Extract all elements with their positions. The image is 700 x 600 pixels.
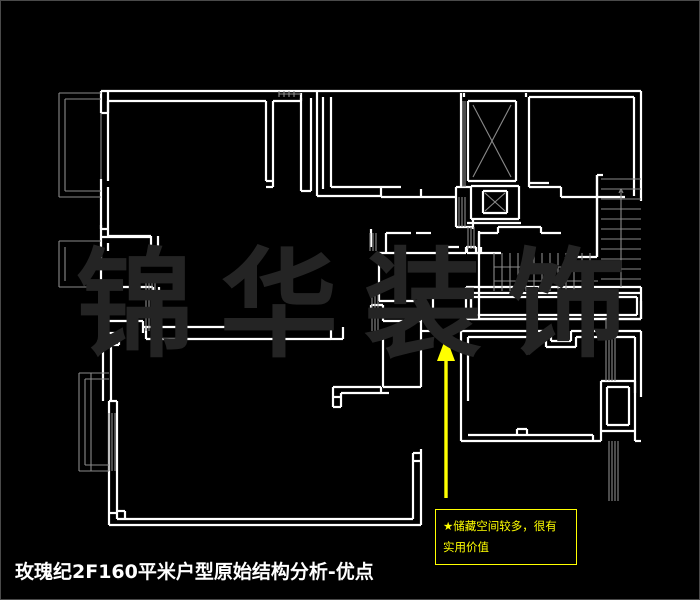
- callout-line-1: ★储藏空间较多，很有: [443, 519, 557, 533]
- page-title: 玫瑰纪2F160平米户型原始结构分析-优点: [15, 561, 374, 583]
- plan-details: [58, 91, 641, 501]
- plan-walls: [99, 89, 643, 527]
- callout-line-2: 实用价值: [443, 540, 489, 554]
- callout-box: ★储藏空间较多，很有 实用价值: [435, 509, 577, 565]
- annotation-arrow: [437, 337, 455, 498]
